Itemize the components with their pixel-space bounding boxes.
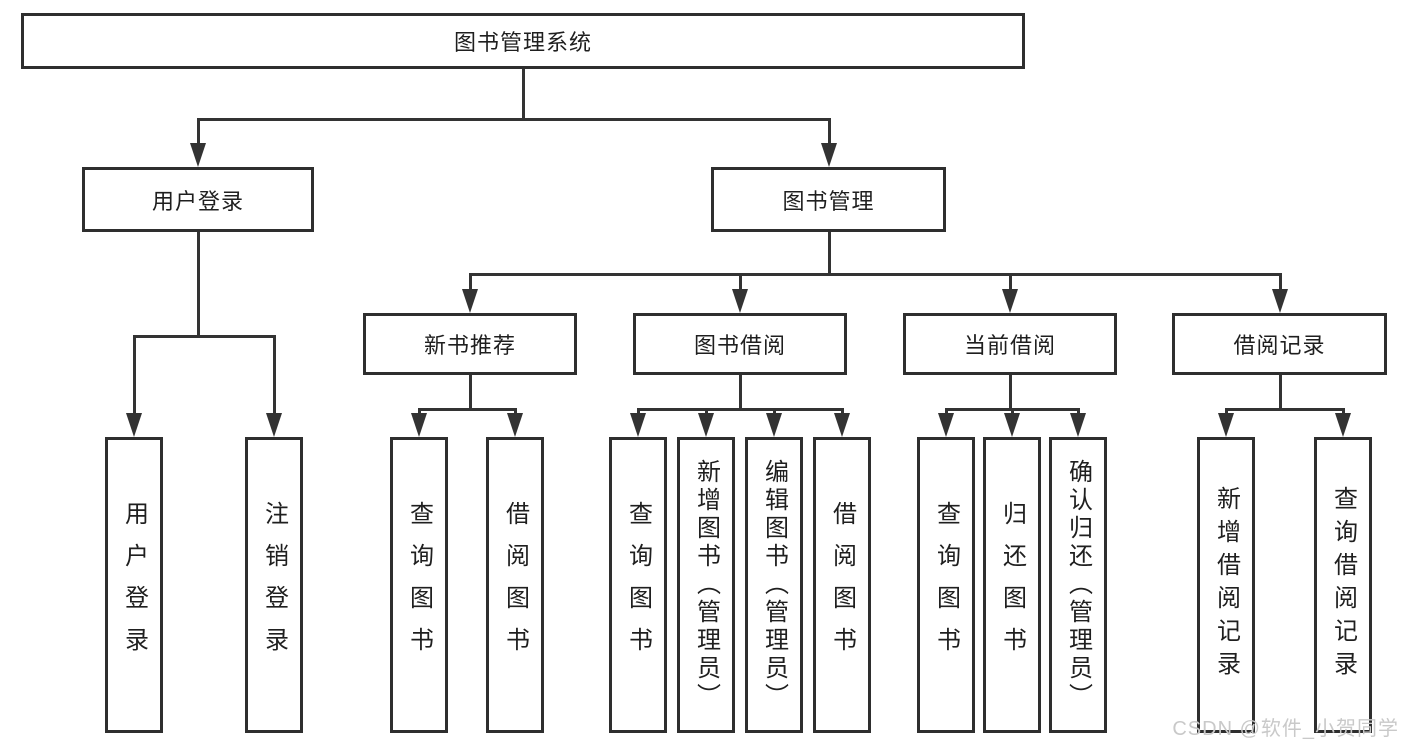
arrow-down-icon (698, 413, 714, 437)
connector-line (944, 408, 948, 416)
connector-line (636, 408, 844, 411)
csdn-watermark: CSDN @软件_小贺同学 (1172, 718, 1399, 740)
connector-line (738, 273, 742, 293)
connector-line (1278, 273, 1282, 293)
connector-line (513, 408, 517, 416)
connector-line (196, 118, 200, 146)
node-user-login-label: 用户登录 (151, 188, 244, 214)
connector-line (468, 273, 1282, 276)
connector-line (468, 375, 472, 408)
connector-line (772, 408, 776, 416)
arrow-down-icon (126, 413, 142, 437)
arrow-down-icon (411, 413, 427, 437)
node-user-login: 用户登录 (82, 167, 314, 232)
arrow-down-icon (1218, 413, 1234, 437)
connector-line (1224, 408, 1228, 416)
leaf-confirm-return-admin: 确认归还（管理员） (1049, 437, 1107, 733)
node-book-borrowing: 图书借阅 (633, 313, 847, 375)
leaf-query-borrow-record: 查询借阅记录 (1314, 437, 1372, 733)
leaf-user-login: 用户登录 (105, 437, 163, 733)
connector-line (1341, 408, 1345, 416)
connector-line (468, 273, 472, 293)
root-node-library-system: 图书管理系统 (21, 13, 1025, 69)
connector-line (417, 408, 421, 416)
arrow-down-icon (1070, 413, 1086, 437)
leaf-query-book-borrow: 查询图书 (609, 437, 667, 733)
node-book-management: 图书管理 (711, 167, 946, 232)
connector-line (1278, 375, 1282, 408)
connector-line (1224, 408, 1345, 411)
node-new-book-recommend: 新书推荐 (363, 313, 577, 375)
connector-line (1008, 273, 1012, 293)
connector-line (1010, 408, 1014, 416)
node-book-borrowing-label: 图书借阅 (693, 333, 786, 358)
node-current-borrowing-label: 当前借阅 (963, 333, 1056, 358)
connector-line (521, 69, 525, 118)
leaf-add-book-admin: 新增图书（管理员） (677, 437, 735, 733)
connector-line (132, 335, 276, 338)
connector-line (840, 408, 844, 416)
connector-line (704, 408, 708, 416)
arrow-down-icon (1335, 413, 1351, 437)
arrow-down-icon (462, 289, 478, 313)
connector-line (196, 118, 831, 121)
root-node-label: 图书管理系统 (453, 30, 592, 55)
arrow-down-icon (1004, 413, 1020, 437)
arrow-down-icon (938, 413, 954, 437)
leaf-query-book-recommend: 查询图书 (390, 437, 448, 733)
arrow-down-icon (821, 143, 837, 167)
connector-line (636, 408, 640, 416)
node-borrowing-records-label: 借阅记录 (1233, 333, 1326, 358)
connector-line (417, 408, 517, 411)
arrow-down-icon (1272, 289, 1288, 313)
node-borrowing-records: 借阅记录 (1172, 313, 1387, 375)
arrow-down-icon (766, 413, 782, 437)
leaf-borrow-book-recommend: 借阅图书 (486, 437, 544, 733)
arrow-down-icon (1002, 289, 1018, 313)
connector-line (132, 335, 136, 416)
node-current-borrowing: 当前借阅 (903, 313, 1117, 375)
connector-line (1076, 408, 1080, 416)
arrow-down-icon (834, 413, 850, 437)
connector-line (827, 118, 831, 146)
node-book-management-label: 图书管理 (782, 188, 875, 214)
arrow-down-icon (190, 143, 206, 167)
leaf-logout: 注销登录 (245, 437, 303, 733)
connector-line (827, 232, 831, 273)
connector-line (272, 335, 276, 416)
leaf-edit-book-admin: 编辑图书（管理员） (745, 437, 803, 733)
leaf-add-borrow-record: 新增借阅记录 (1197, 437, 1255, 733)
arrow-down-icon (507, 413, 523, 437)
leaf-borrow-book: 借阅图书 (813, 437, 871, 733)
node-new-book-recommend-label: 新书推荐 (423, 333, 516, 358)
connector-line (1008, 375, 1012, 408)
leaf-return-book: 归还图书 (983, 437, 1041, 733)
connector-line (196, 232, 200, 335)
connector-line (738, 375, 742, 408)
arrow-down-icon (266, 413, 282, 437)
arrow-down-icon (630, 413, 646, 437)
arrow-down-icon (732, 289, 748, 313)
leaf-query-book-current: 查询图书 (917, 437, 975, 733)
